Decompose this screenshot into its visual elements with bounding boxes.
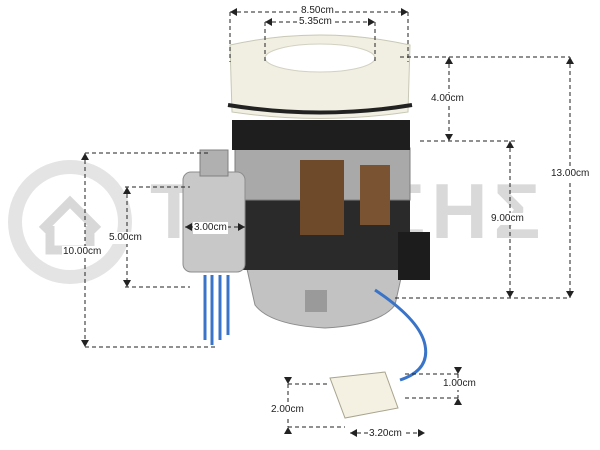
dim-label-top-inner: 5.35cm <box>298 16 333 28</box>
arrow-icon <box>566 57 574 64</box>
arrow-icon <box>401 8 408 16</box>
dim-label-connector-height: 1.00cm <box>442 378 477 390</box>
capacitor-nut <box>199 149 229 177</box>
arrow-icon <box>418 429 425 437</box>
arrow-icon <box>123 280 131 287</box>
arrow-icon <box>445 57 453 64</box>
black-band <box>232 120 410 150</box>
connector-plug <box>329 371 399 419</box>
motor-coil <box>300 160 344 235</box>
dim-label-top-outer: 8.50cm <box>300 5 335 17</box>
arrow-icon <box>230 8 237 16</box>
dim-label-cap-height: 4.00cm <box>430 93 465 105</box>
arrow-icon <box>284 377 292 384</box>
dim-label-capacitor-diameter: 3.00cm <box>193 222 228 234</box>
arrow-icon <box>265 18 272 26</box>
dim-label-connector-width: 2.00cm <box>270 404 305 416</box>
terminal <box>305 290 327 312</box>
arrow-icon <box>566 291 574 298</box>
arrow-icon <box>123 187 131 194</box>
dim-label-capacitor-height: 10.00cm <box>62 246 103 258</box>
motor-brush <box>360 165 390 225</box>
capacitor-leads <box>203 275 230 345</box>
arrow-icon <box>506 291 514 298</box>
arrow-icon <box>81 340 89 347</box>
dim-label-connector-length: 3.20cm <box>368 428 403 440</box>
side-connector <box>398 232 430 280</box>
arrow-icon <box>445 134 453 141</box>
arrow-icon <box>454 398 462 405</box>
dim-label-motor-height: 9.00cm <box>490 213 525 225</box>
dim-label-capacitor-body: 5.00cm <box>108 232 143 244</box>
arrow-icon <box>506 141 514 148</box>
cap-oring <box>227 103 413 115</box>
dim-label-total-height: 13.00cm <box>550 168 591 180</box>
arrow-icon <box>284 427 292 434</box>
arrow-icon <box>238 223 245 231</box>
arrow-icon <box>350 429 357 437</box>
arrow-icon <box>368 18 375 26</box>
arrow-icon <box>81 153 89 160</box>
arrow-icon <box>185 223 192 231</box>
arrow-icon <box>454 367 462 374</box>
cable <box>374 288 428 382</box>
